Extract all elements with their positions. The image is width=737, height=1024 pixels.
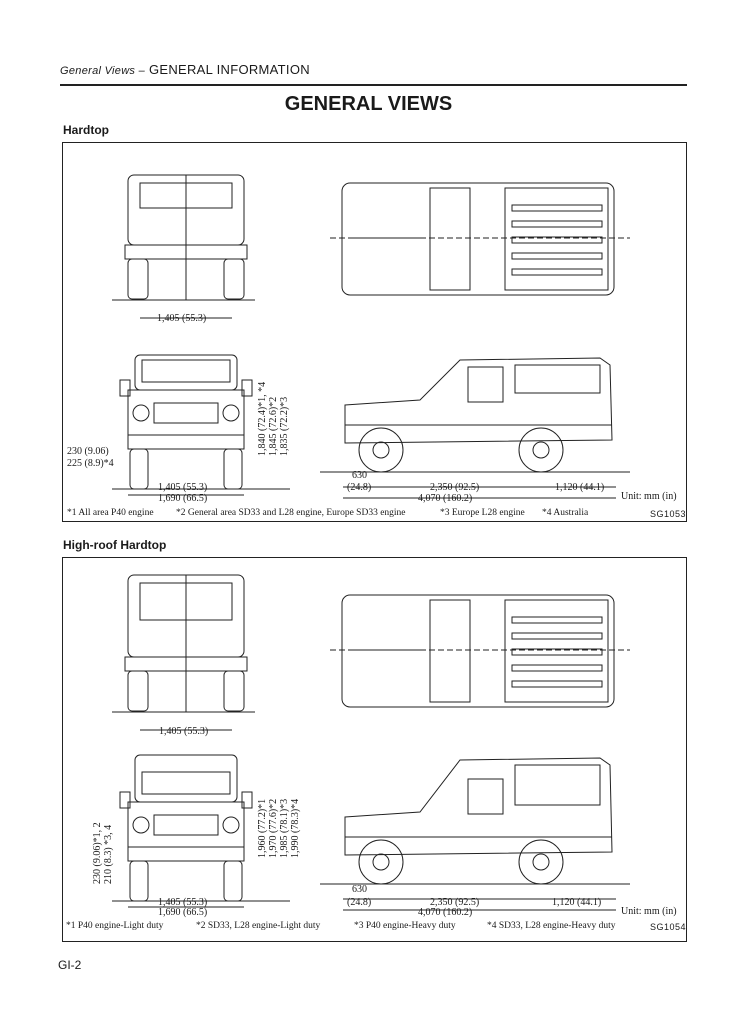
section-heading-hardtop: Hardtop — [63, 123, 109, 137]
header-section: GENERAL INFORMATION — [148, 62, 310, 77]
height-1: 1,960 (77.2)*1 — [257, 798, 268, 858]
header-italic: General Views – — [60, 65, 146, 77]
overall-length-dim: 4,070 (160.2) — [418, 493, 473, 504]
footnote-1: *1 All area P40 engine — [67, 508, 154, 518]
ground-clearance-1: 230 (9.06) — [67, 446, 109, 457]
footnote-4: *4 SD33, L28 engine-Heavy duty — [487, 921, 616, 931]
rear-tread-dim: 1,405 (55.3) — [159, 726, 209, 737]
rear-overhang-dim: 1,120 (44.1) — [555, 482, 605, 493]
rear-overhang-dim: 1,120 (44.1) — [552, 897, 602, 908]
hardtop-figure-box — [62, 142, 687, 522]
footnote-1: *1 P40 engine-Light duty — [66, 921, 164, 931]
overall-width-dim: 1,690 (66.5) — [158, 907, 208, 918]
ground-clearance-2: 210 (8.3) *3, 4 — [103, 824, 114, 884]
front-overhang-dim: 630 — [352, 470, 367, 481]
header-rule — [60, 84, 687, 86]
front-overhang-in: (24.8) — [347, 482, 372, 493]
ground-clearance-1: 230 (9.06)*1, 2 — [92, 822, 103, 884]
overall-length-dim: 4,070 (160.2) — [418, 907, 473, 918]
footnote-4: *4 Australia — [542, 508, 589, 518]
figure-code: SG1053 — [650, 509, 687, 519]
high-roof-figure-box — [62, 557, 687, 942]
footnote-2: *2 General area SD33 and L28 engine, Eur… — [176, 508, 406, 518]
footnote-2: *2 SD33, L28 engine-Light duty — [196, 921, 321, 931]
unit-label: Unit: mm (in) — [621, 491, 677, 502]
ground-clearance-2: 225 (8.9)*4 — [67, 458, 114, 469]
rear-tread-dim: 1,405 (55.3) — [157, 313, 207, 324]
height-dims: 1,960 (77.2)*1 1,970 (77.6)*2 1,985 (78.… — [257, 799, 301, 858]
front-overhang-dim: 630 — [352, 884, 367, 895]
wheelbase-dim: 2,350 (92.5) — [430, 482, 480, 493]
height-2: 1,970 (77.6)*2 — [268, 798, 279, 858]
footnote-3: *3 P40 engine-Heavy duty — [354, 921, 456, 931]
page-number: GI-2 — [58, 958, 82, 972]
footnote-3: *3 Europe L28 engine — [440, 508, 525, 518]
height-4: 1,990 (78.3)*4 — [290, 798, 301, 858]
height-3: 1,985 (78.1)*3 — [279, 798, 290, 858]
section-heading-high-roof: High-roof Hardtop — [63, 538, 167, 552]
running-header: General Views – GENERAL INFORMATION — [60, 62, 310, 77]
page-title: GENERAL VIEWS — [284, 93, 453, 115]
front-tread-dim: 1,405 (55.3) — [158, 897, 208, 908]
figure-code: SG1054 — [650, 922, 687, 932]
ground-clearance-dims: 230 (9.06)*1, 2 210 (8.3) *3, 4 — [92, 822, 114, 884]
front-tread-dim: 1,405 (55.3) — [158, 482, 208, 493]
front-overhang-in: (24.8) — [347, 897, 372, 908]
wheelbase-dim: 2,350 (92.5) — [430, 897, 480, 908]
overall-width-dim: 1,690 (66.5) — [158, 493, 208, 504]
unit-label: Unit: mm (in) — [621, 906, 677, 917]
